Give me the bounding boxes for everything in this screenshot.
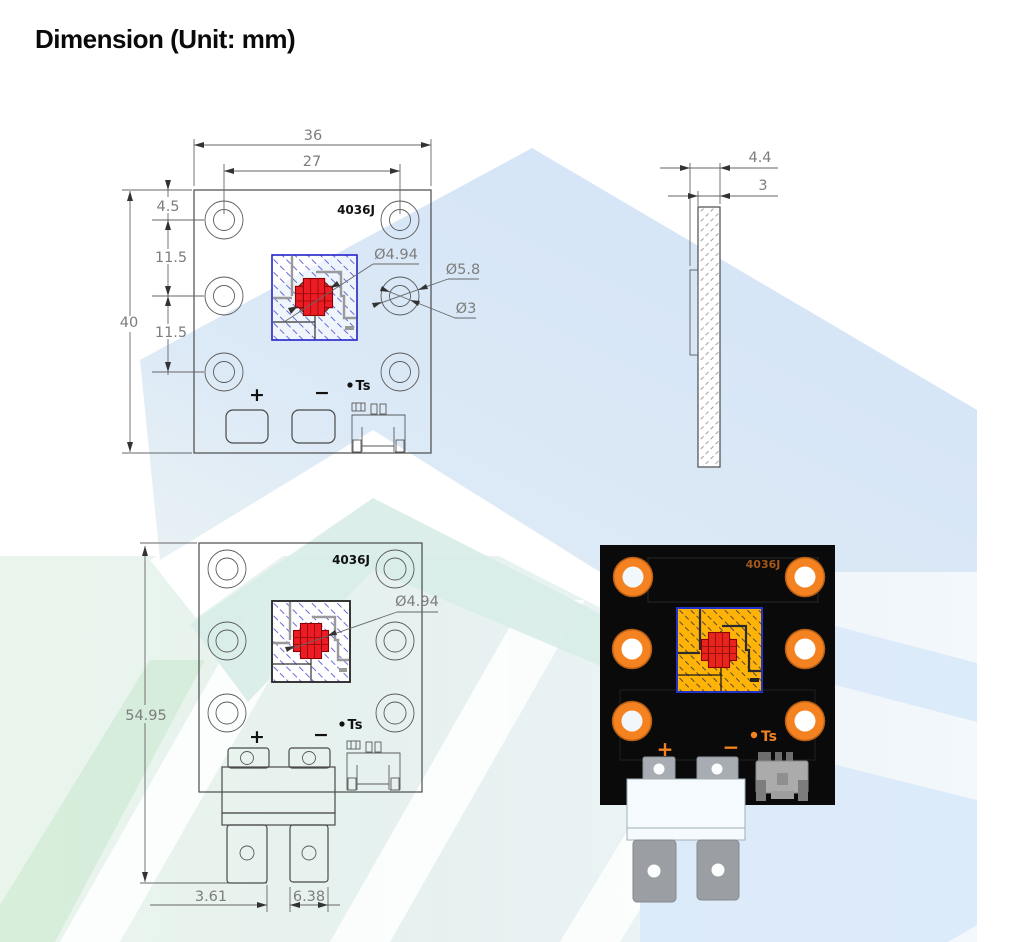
terminal-tab-positive	[226, 824, 268, 884]
solder-pad-negative	[291, 409, 336, 444]
dim-hole-pitch: 27	[303, 154, 321, 170]
watermark-white-chevron	[150, 430, 648, 632]
bottom-view: 4036J	[125, 542, 439, 912]
positive-label: +	[249, 726, 265, 748]
emitter-side-profile	[689, 269, 699, 356]
terminal-tab-negative	[289, 824, 329, 883]
dim-hole-top-offset: 4.5	[156, 199, 179, 215]
part-number-label: 4036J	[337, 203, 375, 217]
front-dimensions	[122, 139, 479, 454]
ts-label: Ts	[348, 718, 363, 733]
dim-board-height: 40	[120, 315, 138, 331]
side-dim-arrows	[680, 165, 730, 199]
dim-board-width: 36	[304, 128, 322, 144]
part-number-label: 4036J	[746, 558, 781, 571]
emitter-mark	[750, 678, 759, 682]
side-view: 4.4 3	[660, 150, 778, 468]
dim-hole-pitch-v1: 11.5	[155, 250, 187, 266]
dim-tab-width: 6.38	[293, 889, 325, 905]
part-number-label: 4036J	[332, 553, 370, 567]
dim-emitter-dia: Ø4.94	[395, 594, 439, 610]
front-view: 4036J	[120, 128, 480, 454]
ts-label: Ts	[761, 729, 777, 745]
watermark-teal-chevron	[190, 498, 700, 708]
dim-hole-dia: Ø3	[456, 301, 477, 317]
positive-label: +	[657, 737, 674, 761]
terminal-housing	[626, 778, 746, 829]
faston-terminals-photo	[626, 756, 746, 903]
ts-connector-outline	[346, 740, 401, 791]
negative-label: −	[313, 724, 329, 746]
ts-connector-photo	[755, 752, 809, 801]
pcb-outline	[193, 189, 432, 454]
solder-pad-positive	[225, 409, 269, 444]
ts-label: Ts	[356, 379, 371, 394]
emitter-mark	[345, 326, 354, 330]
dim-board-thickness: 3	[758, 178, 767, 194]
ts-dot	[339, 721, 345, 727]
led-chip	[700, 631, 738, 669]
bottom-dim-arrows	[142, 546, 337, 908]
emitter-mark	[339, 668, 347, 672]
led-emitter	[271, 600, 351, 683]
dim-total-height: 54.95	[125, 708, 167, 724]
mounting-holes	[207, 549, 415, 733]
plated-holes	[611, 556, 826, 742]
ts-dot	[347, 382, 353, 388]
dim-hole-pitch-v2: 11.5	[155, 325, 187, 341]
watermark-blue-roof	[140, 148, 977, 572]
watermark-green-stripe	[0, 660, 205, 942]
ts-connector-outline	[351, 402, 406, 453]
led-chip	[292, 622, 330, 660]
front-dim-arrows	[127, 142, 431, 452]
dim-total-thickness: 4.4	[748, 150, 771, 166]
pcb-outline	[198, 542, 423, 793]
dim-emitter-dia: Ø4.94	[374, 247, 418, 263]
photo-view: 4036J	[600, 545, 835, 903]
dim-pad-dia: Ø5.8	[446, 262, 480, 278]
negative-label: −	[314, 382, 330, 404]
positive-label: +	[249, 384, 265, 406]
ts-dot	[750, 731, 758, 739]
negative-label: −	[723, 735, 740, 759]
led-emitter	[676, 607, 763, 693]
page-title: Dimension (Unit: mm)	[35, 24, 296, 54]
led-emitter	[271, 254, 358, 341]
dim-tab-offset: 3.61	[195, 889, 227, 905]
faston-terminals	[221, 747, 336, 884]
